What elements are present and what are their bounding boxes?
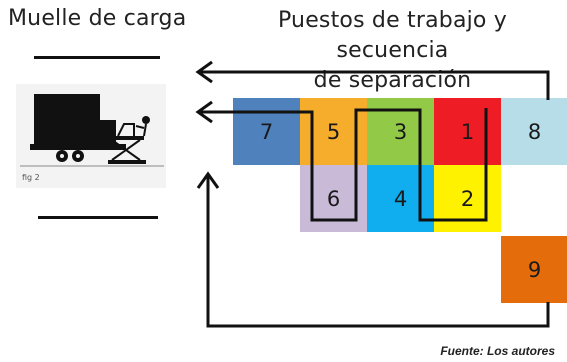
arrow-bottom (206, 174, 550, 328)
serpentine-head (195, 100, 213, 124)
figure-tag: fig 2 (22, 173, 40, 182)
arrow-top-head (195, 60, 213, 84)
source-caption: Fuente: Los autores (440, 344, 555, 358)
station-8: 8 (501, 98, 567, 165)
station-2-label: 2 (460, 186, 475, 211)
dock-bottom-bar (38, 216, 158, 219)
station-7: 7 (233, 98, 300, 165)
station-9: 9 (501, 236, 567, 303)
arrow-bottom-head (196, 171, 220, 189)
station-7-label: 7 (259, 119, 274, 144)
station-1: 1 (434, 98, 501, 165)
station-8-label: 8 (527, 119, 542, 144)
station-9-label: 9 (527, 257, 542, 282)
loading-dock-title: Muelle de carga (8, 6, 187, 31)
station-6-label: 6 (326, 186, 341, 211)
dock-top-bar (34, 56, 160, 59)
station-4-label: 4 (393, 186, 408, 211)
workstations-title-line1: Puestos de trabajo y secuencia (277, 8, 508, 63)
station-1-label: 1 (460, 119, 475, 144)
serpentine-path (200, 108, 488, 222)
arrow-top (200, 70, 550, 100)
station-5-label: 5 (326, 119, 341, 144)
station-3-label: 3 (393, 119, 408, 144)
